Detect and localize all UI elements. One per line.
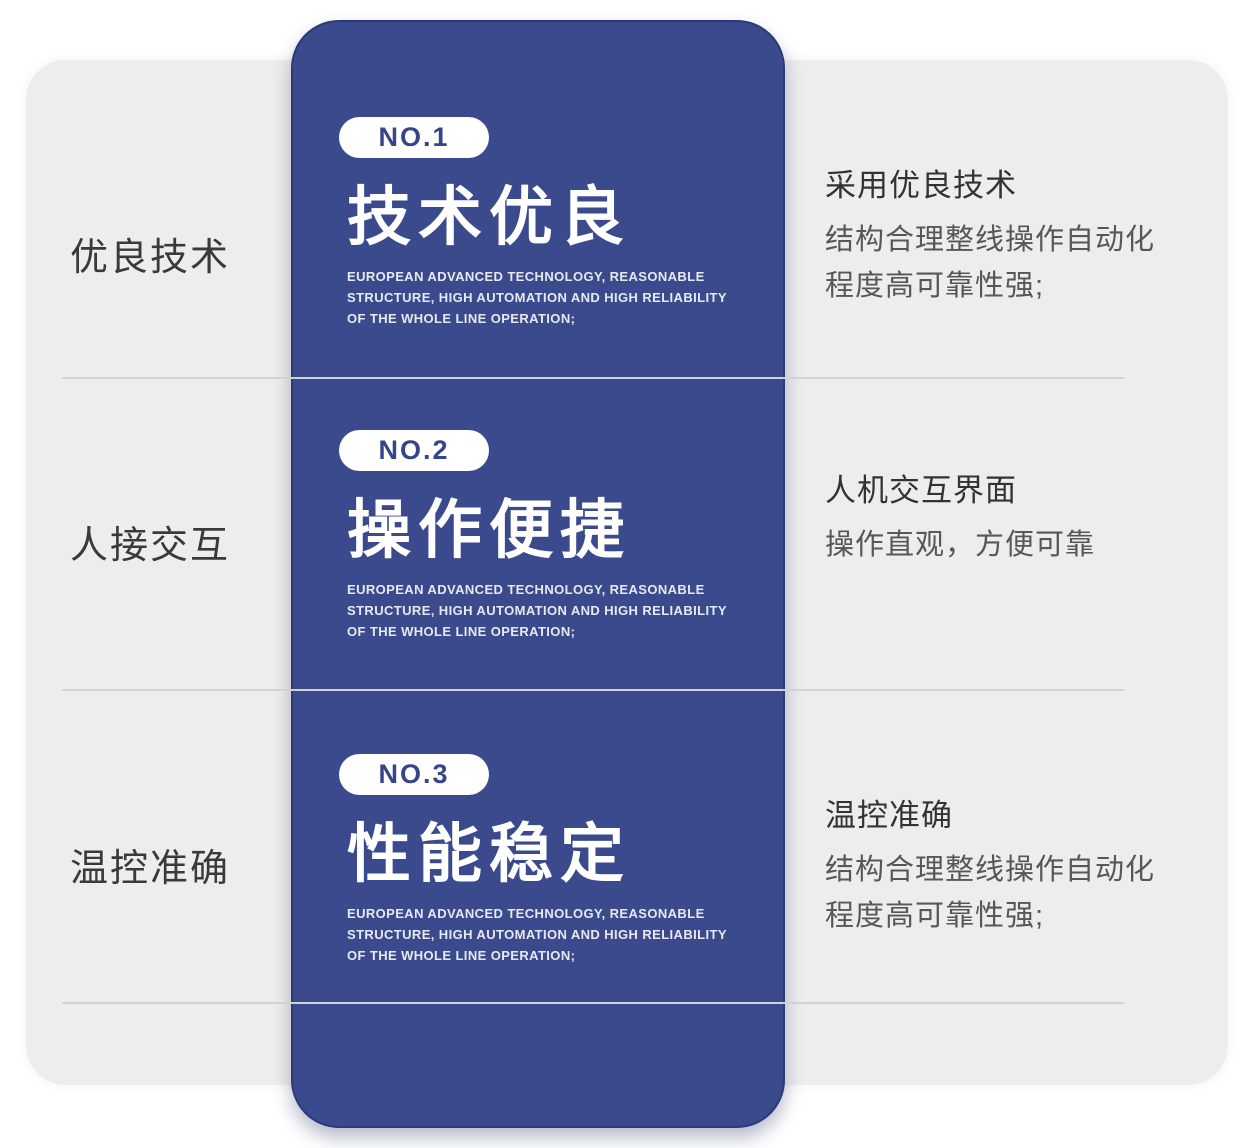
feature-title-2: 操作便捷 <box>347 494 631 566</box>
rank-badge-1: NO.1 <box>339 117 489 158</box>
card-section-no1: NO.1 技术优良 EUROPEAN ADVANCED TECHNOLOGY, … <box>339 117 759 330</box>
card-section-no2: NO.2 操作便捷 EUROPEAN ADVANCED TECHNOLOGY, … <box>339 430 759 643</box>
left-label-1: 优良技术 <box>69 237 230 279</box>
section-divider-2 <box>62 689 1124 691</box>
feature-subtitle-en-3: EUROPEAN ADVANCED TECHNOLOGY, REASONABLE… <box>347 906 727 963</box>
section-divider-1 <box>62 377 1124 379</box>
left-label-2: 人接交互 <box>69 525 230 567</box>
rank-badge-3: NO.3 <box>339 754 489 795</box>
rank-badge-2: NO.2 <box>339 430 489 471</box>
section-divider-3 <box>62 1002 1124 1004</box>
feature-subtitle-en-1: EUROPEAN ADVANCED TECHNOLOGY, REASONABLE… <box>347 269 727 326</box>
right-text-block-1: 采用优良技术 结构合理整线操作自动化 程度高可靠性强; <box>825 160 1205 309</box>
feature-title-3: 性能稳定 <box>347 818 631 890</box>
right-text-block-2: 人机交互界面 操作直观，方便可靠 <box>825 465 1205 568</box>
right-title-1: 采用优良技术 <box>825 168 1017 203</box>
card-section-no3: NO.3 性能稳定 EUROPEAN ADVANCED TECHNOLOGY, … <box>339 754 759 967</box>
right-text-block-3: 温控准确 结构合理整线操作自动化 程度高可靠性强; <box>825 790 1205 939</box>
feature-subtitle-en-2: EUROPEAN ADVANCED TECHNOLOGY, REASONABLE… <box>347 582 727 639</box>
right-title-2: 人机交互界面 <box>825 473 1017 508</box>
left-label-3: 温控准确 <box>69 848 230 890</box>
rank-badge-3-label: NO.3 <box>378 759 450 789</box>
right-body-3-line-2: 程度高可靠性强; <box>825 900 1045 932</box>
rank-badge-2-label: NO.2 <box>378 435 450 465</box>
feature-card: NO.1 技术优良 EUROPEAN ADVANCED TECHNOLOGY, … <box>291 20 785 1128</box>
right-body-1-line-2: 程度高可靠性强; <box>825 270 1045 302</box>
rank-badge-1-label: NO.1 <box>378 122 450 152</box>
right-title-3: 温控准确 <box>825 798 953 833</box>
right-body-1-line-1: 结构合理整线操作自动化 <box>825 224 1156 256</box>
right-body-2-line-1: 操作直观，方便可靠 <box>825 529 1096 561</box>
right-body-3-line-1: 结构合理整线操作自动化 <box>825 854 1156 886</box>
feature-title-1: 技术优良 <box>347 181 631 253</box>
